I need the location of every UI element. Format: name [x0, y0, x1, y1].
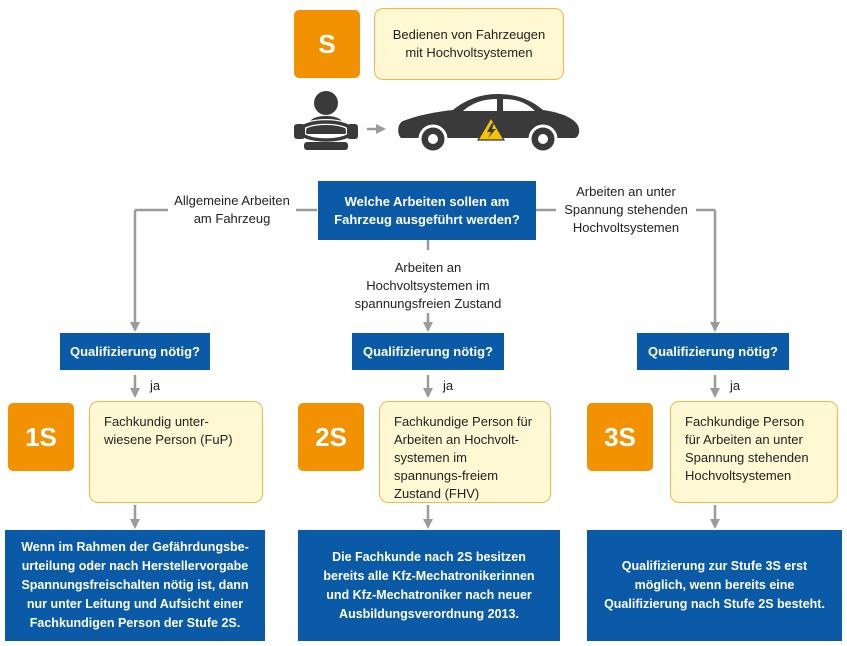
answer-yes-1: ja: [150, 378, 161, 393]
qualification-question-1: Qualifizierung nötig?: [60, 333, 210, 370]
answer-yes-2: ja: [443, 378, 454, 393]
note-box-1s: Wenn im Rahmen der Gefährdungsbe-urteilu…: [5, 530, 265, 641]
driver-steering-wheel-icon: [292, 90, 360, 152]
qualification-question-2: Qualifizierung nötig?: [352, 333, 504, 370]
condition-label-live-voltage: Arbeiten an unter Spannung stehenden Hoc…: [556, 183, 696, 237]
level-badge-2s: 2S: [298, 403, 364, 471]
qualified-person-box-3s: Fachkundige Person für Arbeiten an unter…: [670, 401, 838, 503]
level-badge-3s: 3S: [587, 403, 653, 471]
qualified-person-box-2s: Fachkundige Person für Arbeiten an Hochv…: [379, 401, 551, 503]
electric-car-high-voltage-icon: [393, 88, 583, 154]
note-box-2s: Die Fachkunde nach 2S besitzen bereits a…: [298, 530, 560, 641]
condition-label-voltage-free: Arbeiten an Hochvoltsystemen im spannung…: [352, 259, 504, 313]
condition-label-general: Allgemeine Arbeiten am Fahrzeug: [168, 192, 296, 228]
note-box-3s: Qualifizierung zur Stufe 3S erst möglich…: [587, 530, 842, 641]
level-badge-s: S: [294, 10, 360, 78]
main-question-box: Welche Arbeiten sollen am Fahrzeug ausge…: [318, 181, 536, 240]
qualification-question-3: Qualifizierung nötig?: [637, 333, 789, 370]
answer-yes-3: ja: [730, 378, 741, 393]
qualified-person-box-1s: Fachkundig unter-wiesene Person (FuP): [89, 401, 263, 503]
vehicle-operation-description: Bedienen von Fahrzeugen mit Hochvoltsyst…: [374, 8, 564, 80]
level-badge-1s: 1S: [8, 403, 74, 471]
